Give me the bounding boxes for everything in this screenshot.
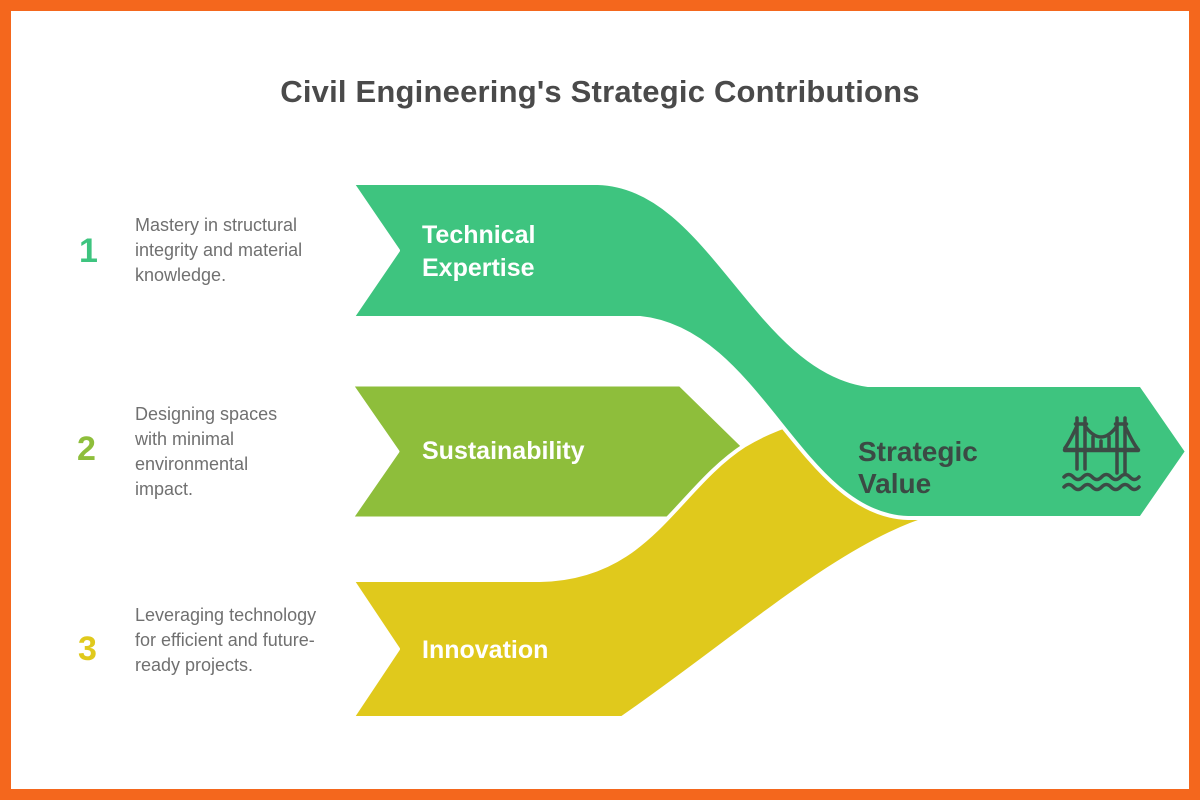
item-description-1: Mastery in structural integrity and mate… <box>135 215 303 285</box>
item-number-1: 1 <box>79 232 98 270</box>
page-title: Civil Engineering's Strategic Contributi… <box>280 74 920 109</box>
item-number-3: 3 <box>78 630 97 668</box>
strategic-value-label: Strategic Value <box>858 436 978 499</box>
item-description-3: Leveraging technology for efficient and … <box>135 605 317 675</box>
item-description-2: Designing spaces with minimal environmen… <box>135 404 278 499</box>
technical-expertise-label: Technical Expertise <box>422 221 536 282</box>
innovation-label: Innovation <box>422 636 549 664</box>
item-number-2: 2 <box>77 430 96 468</box>
bridge-icon <box>1062 416 1141 492</box>
sustainability-label: Sustainability <box>422 437 585 465</box>
technical-expertise-flow <box>350 181 1189 520</box>
